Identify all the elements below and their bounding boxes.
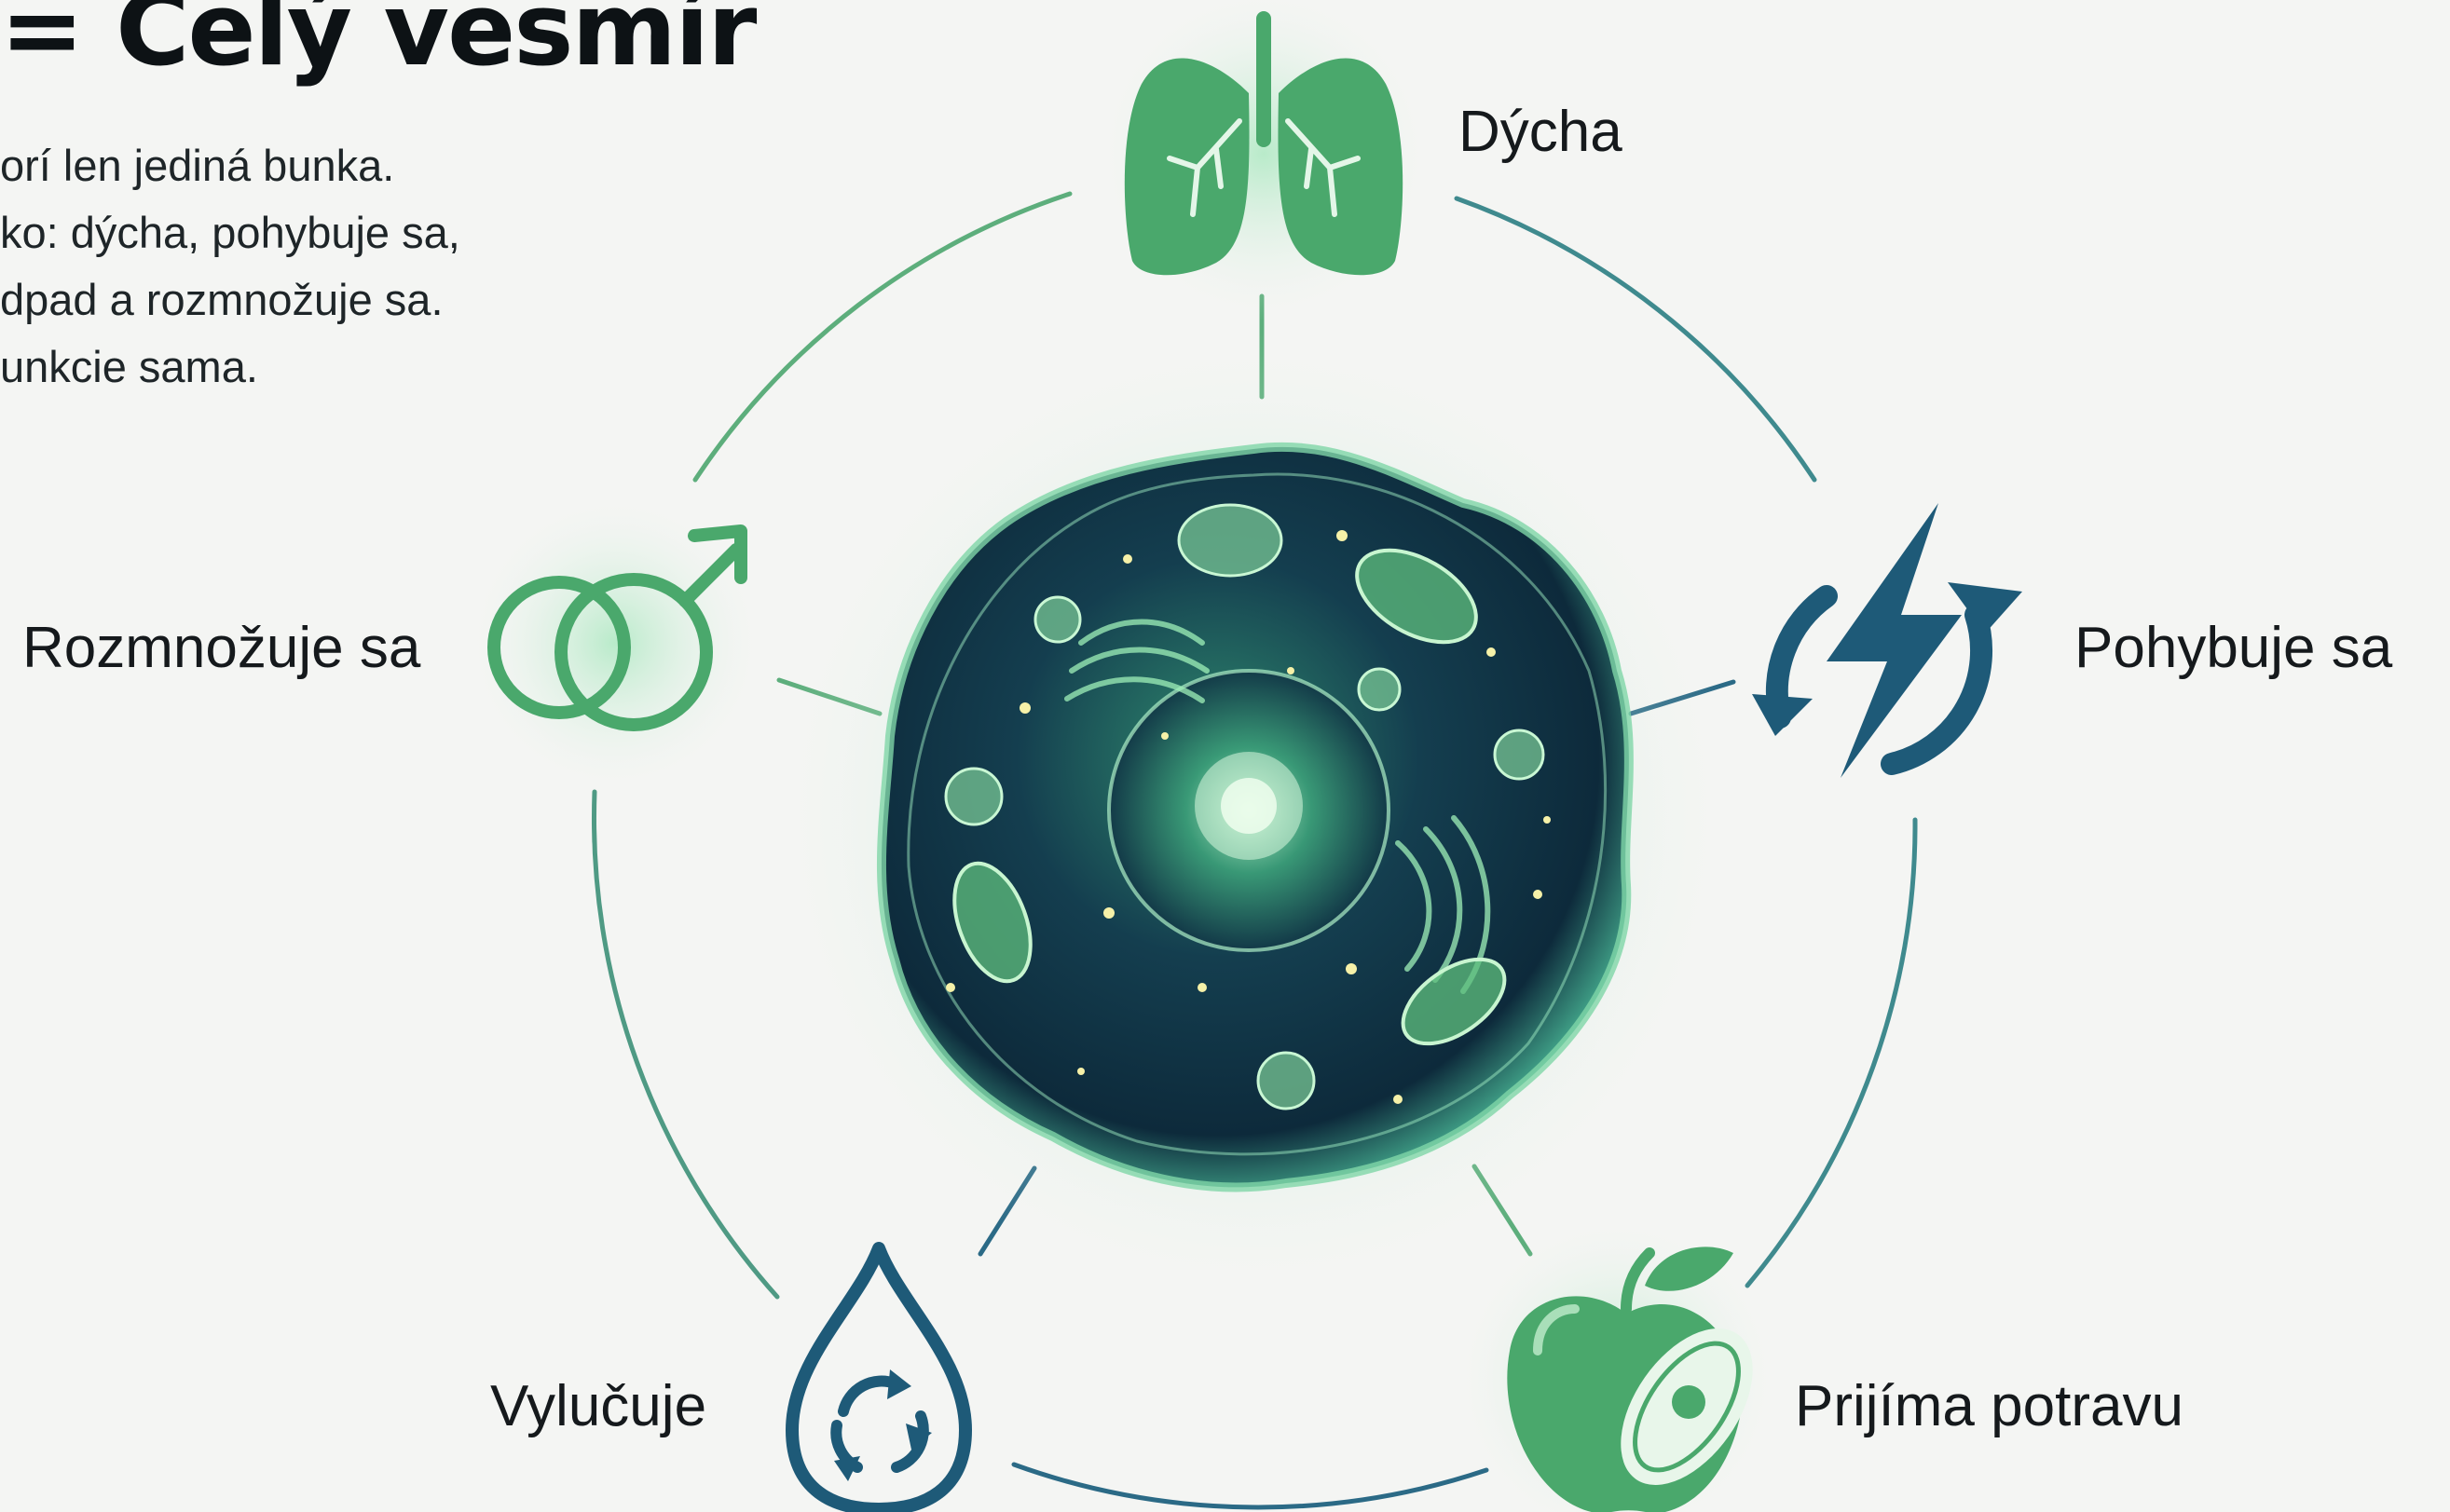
apple-cell-icon <box>1454 1216 1780 1512</box>
reproduction-symbol-icon <box>466 494 764 792</box>
lungs-icon <box>1096 0 1431 321</box>
lightning-cycle-icon <box>1752 503 2022 778</box>
label-breathes: Dýcha <box>1458 100 1622 164</box>
label-moves: Pohybuje sa <box>2074 616 2393 680</box>
label-excretes: Vylučuje <box>490 1374 706 1438</box>
label-eats: Prijíma potravu <box>1795 1374 2183 1438</box>
cell-universe-icon <box>769 331 1738 1300</box>
label-reproduces: Rozmnožuje sa <box>22 616 421 680</box>
water-drop-recycle-icon <box>792 1248 965 1509</box>
